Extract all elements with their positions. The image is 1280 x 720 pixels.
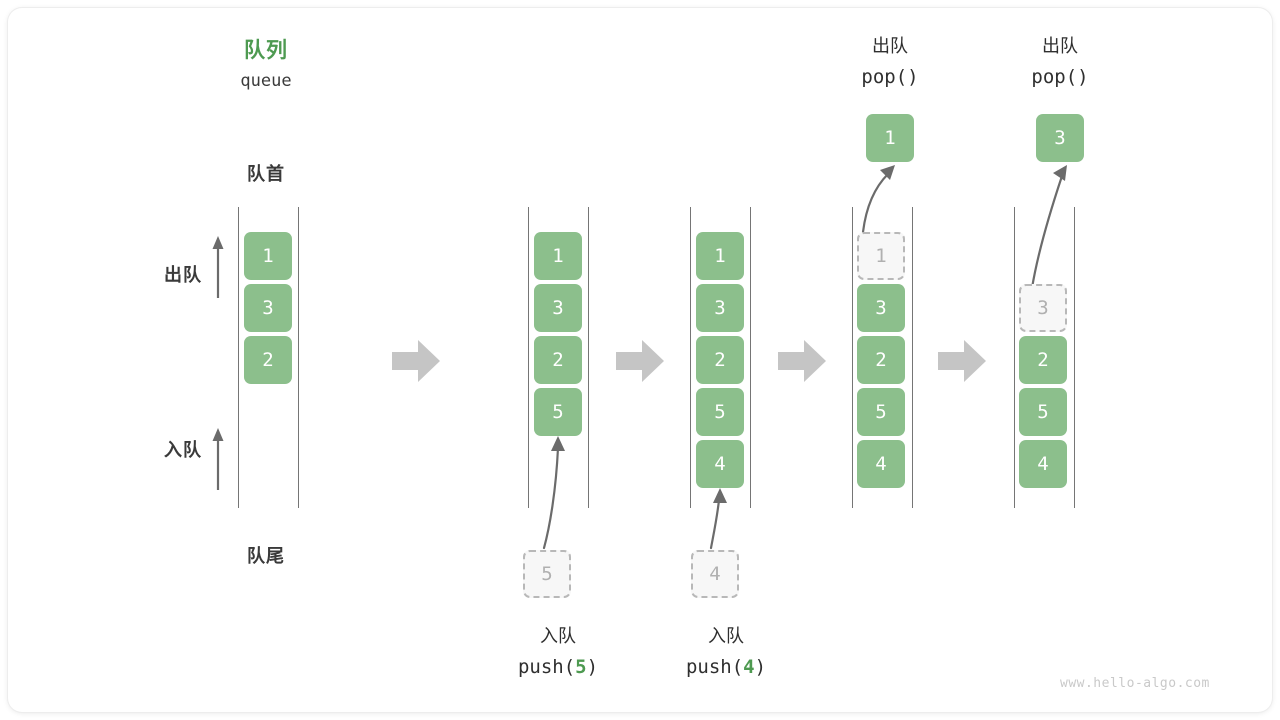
code-open: pop(	[1031, 66, 1078, 88]
push-4-operation-code: push(4)	[646, 656, 806, 678]
queue-cell: 2	[534, 336, 582, 384]
dequeue-direction-arrow-icon	[212, 236, 224, 298]
queue-cell: 5	[857, 388, 905, 436]
pop-3-operation-label: 出队	[1042, 36, 1078, 56]
enqueue-direction-arrow-icon	[212, 428, 224, 490]
queue-rail-left	[238, 207, 239, 508]
code-open: pop(	[861, 66, 908, 88]
queue-cell: 2	[244, 336, 292, 384]
code-arg: 5	[575, 656, 587, 678]
code-arg: 4	[743, 656, 755, 678]
dequeue-direction-label: 出队	[164, 265, 202, 285]
queue-cell: 1	[696, 232, 744, 280]
push-motion-arrow-icon	[709, 488, 727, 550]
queue-rail-right	[1074, 207, 1075, 508]
queue-cell: 3	[534, 284, 582, 332]
site-watermark: www.hello-algo.com	[1060, 676, 1210, 691]
code-close: )	[1077, 66, 1089, 88]
pop-1-operation-label: 出队	[872, 36, 908, 56]
queue-cell: 3	[244, 284, 292, 332]
queue-tail-label: 队尾	[247, 546, 285, 566]
queue-cell: 1	[244, 232, 292, 280]
diagram-stage: 队列 queue 队首 队尾 出队 入队 1 3 2	[8, 8, 1272, 712]
queue-cell: 2	[696, 336, 744, 384]
queue-cell: 4	[857, 440, 905, 488]
popped-element: 1	[866, 114, 914, 162]
pop-motion-arrow-icon	[1030, 165, 1067, 290]
step-separator-arrow-icon	[938, 340, 986, 382]
queue-cell-ghost: 1	[857, 232, 905, 280]
queue-cell: 3	[696, 284, 744, 332]
code-close: )	[586, 656, 599, 678]
popped-element: 3	[1036, 114, 1084, 162]
queue-cell: 1	[534, 232, 582, 280]
queue-cell: 2	[1019, 336, 1067, 384]
step-separator-arrow-icon	[616, 340, 664, 382]
pop-1-operation-code: pop()	[810, 66, 970, 88]
queue-rail-right	[588, 207, 589, 508]
queue-rail-left	[528, 207, 529, 508]
queue-rail-right	[750, 207, 751, 508]
code-close: )	[907, 66, 919, 88]
queue-cell: 3	[857, 284, 905, 332]
enqueue-direction-label: 入队	[164, 440, 202, 460]
pop-motion-arrow-icon	[861, 165, 895, 234]
queue-rail-right	[298, 207, 299, 508]
push-4-operation-label: 入队	[708, 626, 744, 646]
queue-cell: 5	[534, 388, 582, 436]
code-open: push(	[517, 656, 576, 678]
queue-cell: 4	[696, 440, 744, 488]
queue-rail-left	[1014, 207, 1015, 508]
pop-3-operation-code: pop()	[980, 66, 1140, 88]
queue-cell: 4	[1019, 440, 1067, 488]
queue-head-label: 队首	[247, 164, 285, 184]
incoming-element-ghost: 5	[523, 550, 571, 598]
code-open: push(	[685, 656, 744, 678]
queue-rail-left	[690, 207, 691, 508]
step-separator-arrow-icon	[778, 340, 826, 382]
queue-cell: 5	[696, 388, 744, 436]
incoming-element-ghost: 4	[691, 550, 739, 598]
queue-cell-ghost: 3	[1019, 284, 1067, 332]
push-motion-arrow-icon	[542, 436, 565, 550]
diagram-card: 队列 queue 队首 队尾 出队 入队 1 3 2	[8, 8, 1272, 712]
diagram-title-en: queue	[240, 71, 292, 91]
push-5-operation-code: push(5)	[478, 656, 638, 678]
code-close: )	[754, 656, 767, 678]
diagram-title-cn: 队列	[244, 39, 288, 62]
push-5-operation-label: 入队	[540, 626, 576, 646]
queue-rail-right	[912, 207, 913, 508]
queue-cell: 2	[857, 336, 905, 384]
queue-rail-left	[852, 207, 853, 508]
queue-cell: 5	[1019, 388, 1067, 436]
step-separator-arrow-icon	[392, 340, 440, 382]
